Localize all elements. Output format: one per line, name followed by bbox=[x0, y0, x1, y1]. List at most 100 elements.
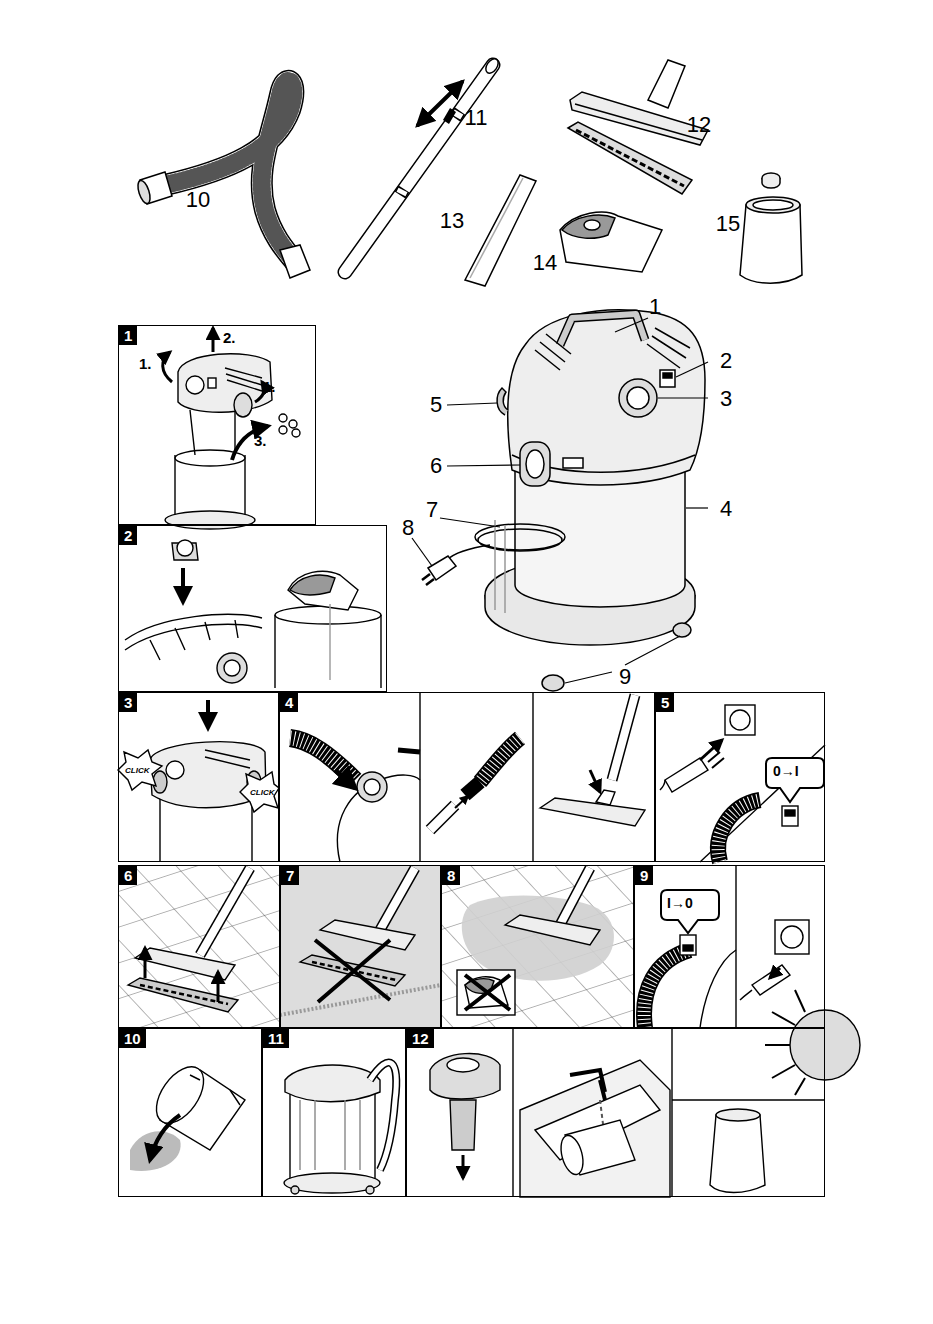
suction-hose bbox=[136, 81, 310, 278]
callout-number: 7 bbox=[426, 499, 438, 521]
callout-number: 15 bbox=[716, 213, 740, 235]
panel-art-part bbox=[335, 770, 355, 788]
step-text: CLICK bbox=[125, 767, 149, 775]
panel-art-part bbox=[206, 700, 210, 728]
vacuum-cleaner-part bbox=[478, 529, 562, 551]
cartridge-filter-part bbox=[740, 205, 802, 283]
leader-line-part bbox=[676, 362, 708, 377]
cartridge-filter-part bbox=[762, 178, 780, 188]
panel-art-part bbox=[612, 695, 635, 780]
panel-art-part bbox=[505, 915, 600, 945]
vacuum-cleaner-part bbox=[428, 556, 456, 580]
panel-art-part bbox=[718, 800, 760, 862]
panel-art-part bbox=[718, 800, 760, 862]
panel-art-part bbox=[329, 604, 330, 680]
panel-art-part bbox=[364, 779, 380, 795]
suction-hose-part bbox=[136, 179, 153, 205]
panel-art-part bbox=[279, 414, 287, 422]
panel-number: 2 bbox=[119, 526, 137, 545]
step-panel: 7 bbox=[280, 865, 441, 1028]
panel-art-part bbox=[357, 772, 387, 802]
vacuum-cleaner-part bbox=[526, 450, 544, 478]
panel-number: 7 bbox=[281, 866, 299, 885]
panel-art-part bbox=[770, 968, 780, 978]
cartridge-filter bbox=[740, 173, 802, 283]
panel-art-part bbox=[320, 920, 415, 950]
panel-number: 10 bbox=[119, 1029, 146, 1048]
step-text: 2. bbox=[223, 330, 236, 345]
panel-art-part bbox=[716, 1109, 760, 1121]
panel-art-part bbox=[710, 1115, 765, 1193]
panel-art-part bbox=[140, 985, 228, 1004]
vacuum-cleaner-part bbox=[619, 379, 657, 417]
leader-line-part bbox=[447, 465, 520, 466]
callout-number: 4 bbox=[720, 498, 732, 520]
panel-art-part bbox=[292, 429, 300, 437]
panel-art-part bbox=[441, 865, 634, 1028]
step-panel: 9I→0 bbox=[634, 865, 825, 1028]
panel-art-part bbox=[612, 695, 635, 780]
panel-art-part bbox=[280, 985, 441, 1015]
panel-art-part bbox=[700, 740, 722, 760]
callout-number: 10 bbox=[186, 189, 210, 211]
suction-tube bbox=[345, 57, 501, 272]
leader-line-part bbox=[447, 403, 497, 405]
suction-tube-part bbox=[345, 65, 493, 272]
panel-art-part bbox=[279, 426, 287, 434]
step-panel: 11.2.1.3. bbox=[118, 325, 316, 525]
filter-bag-part bbox=[584, 220, 600, 230]
cartridge-filter-part bbox=[746, 197, 800, 213]
panel-art-part bbox=[700, 745, 825, 862]
panel-art-part bbox=[147, 1058, 213, 1131]
step-panel: 10 bbox=[118, 1028, 262, 1197]
panel-art-part bbox=[291, 1186, 299, 1194]
panel-art-part bbox=[660, 780, 665, 790]
panel-art-part bbox=[430, 805, 455, 830]
vacuum-cleaner-part bbox=[535, 328, 690, 370]
panel-art-part bbox=[766, 758, 824, 802]
leader-line-part bbox=[412, 538, 432, 566]
leader-line-part bbox=[658, 397, 708, 398]
filter-bag-part bbox=[562, 215, 615, 238]
vacuum-cleaner-part bbox=[447, 545, 490, 560]
panel-art-part bbox=[455, 796, 468, 808]
vacuum-cleaner-part bbox=[495, 520, 505, 613]
panel-art-part bbox=[644, 950, 690, 1028]
suction-tube-part bbox=[443, 108, 456, 124]
step-panel: 50→I bbox=[655, 692, 825, 862]
callout-number: 3 bbox=[720, 388, 732, 410]
panel-art-part bbox=[366, 1186, 374, 1194]
panel-art-part bbox=[752, 965, 790, 995]
panel-art-part bbox=[775, 920, 809, 954]
panel-art-part bbox=[370, 1063, 396, 1170]
step-panel: 6 bbox=[118, 865, 280, 1028]
panel-number: 3 bbox=[119, 693, 137, 712]
callout-number: 1 bbox=[649, 296, 661, 318]
panel-art-part bbox=[217, 653, 247, 683]
cartridge-filter-part bbox=[753, 200, 793, 210]
suction-tube-part bbox=[401, 112, 459, 194]
panel-art-part bbox=[118, 750, 162, 790]
panel-art-part bbox=[450, 1100, 476, 1150]
vacuum-cleaner-part bbox=[563, 458, 583, 468]
suction-tube-part bbox=[345, 65, 493, 272]
step-panel: 8 bbox=[441, 865, 634, 1028]
panel-art-part bbox=[290, 575, 335, 595]
panel-art-part bbox=[275, 615, 381, 688]
panel-number: 4 bbox=[280, 693, 298, 712]
panel-art-part bbox=[781, 926, 803, 948]
panel-art-part bbox=[280, 865, 441, 1028]
step-text: CLICK bbox=[250, 789, 274, 797]
leader-line-part bbox=[686, 507, 708, 508]
callout-number: 6 bbox=[430, 455, 442, 477]
step-text: 1. bbox=[139, 356, 152, 371]
panel-art-part bbox=[255, 382, 264, 402]
panel-art-part bbox=[200, 868, 250, 955]
panel-art-part bbox=[557, 1133, 587, 1177]
panel-art-part bbox=[790, 1010, 860, 1080]
panel-number: 9 bbox=[635, 866, 653, 885]
panel-art-part bbox=[234, 393, 252, 417]
panel-art-part bbox=[290, 1090, 375, 1180]
panel-art-part bbox=[725, 705, 755, 735]
panel-art-part bbox=[288, 571, 358, 610]
